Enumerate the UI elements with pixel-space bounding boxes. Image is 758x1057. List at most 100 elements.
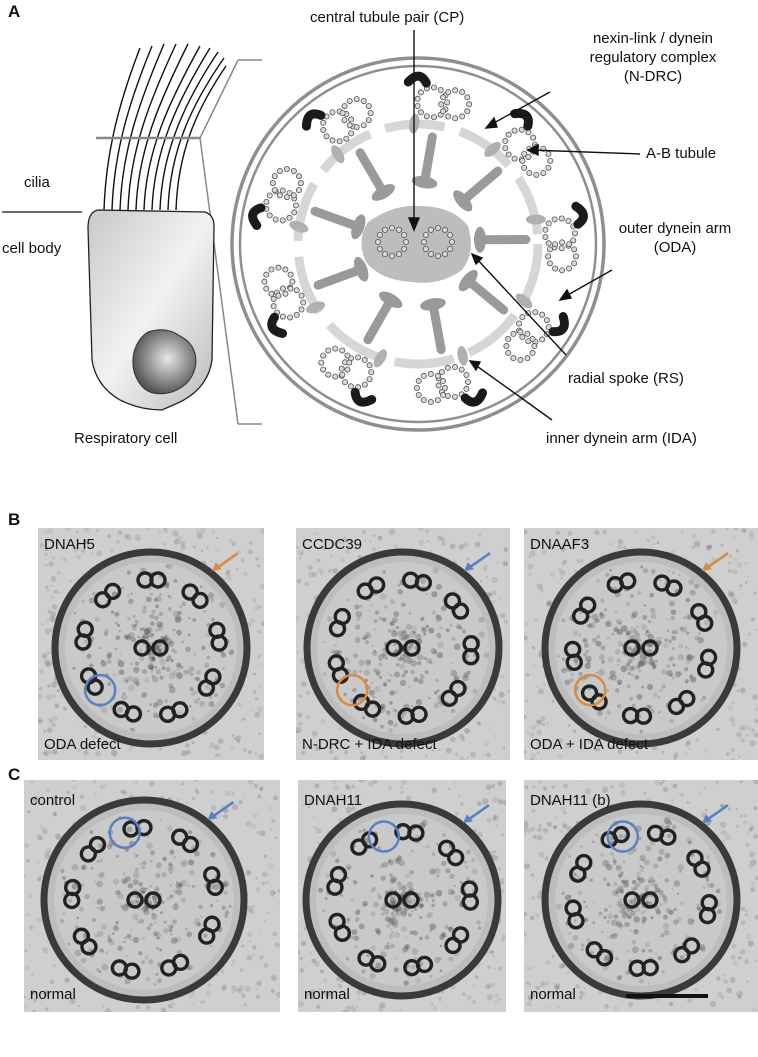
oda [460,388,488,407]
spoke-head [351,214,366,240]
ida [331,145,345,164]
tem-doublet-b [160,959,178,977]
oda [267,312,288,338]
spoke-head [458,269,478,292]
label-ndrc-line2: regulatory complex [589,49,717,66]
doublet [414,84,473,122]
tem-micrograph [524,528,758,760]
tem-doublet-b [628,959,646,977]
ida [289,220,309,233]
tem-doublet-b [612,825,630,844]
oda [548,312,569,337]
tem-arrow [212,801,235,818]
tem-doublet-b [397,707,415,725]
doublet [503,309,552,364]
tem-gene-label: DNAH5 [44,536,95,553]
tem-doublet-b [619,572,637,590]
doublet [261,264,307,321]
label-radial-spoke: radial spoke (RS) [568,370,684,387]
tem-central-b [151,639,169,657]
tem-phenotype-label: N-DRC + IDA defect [302,736,437,753]
inner-dynein-arms [289,113,546,368]
doublet [263,166,304,224]
tem-doublet-b [64,878,82,897]
tem-doublet-b [197,679,216,697]
outer-dynein-arms [248,71,588,407]
spoke-head [411,175,438,189]
tem-central-b [403,639,421,657]
tem-doublet-b [88,835,107,854]
tem-doublet-a [682,937,701,955]
label-oda: outer dynein arm (ODA) [600,219,750,257]
tem-central-a [133,639,151,657]
tem-doublet-b [414,574,433,592]
ida [525,214,546,225]
label-ndrc-line3: (N-DRC) [623,68,683,85]
tem-doublet-b [693,860,711,878]
tem-micrograph [298,780,506,1012]
ciliary-membrane-outer [230,56,606,432]
tem-phenotype-label: ODA defect [44,736,121,753]
tem-doublet-b [191,591,209,610]
tem-phenotype-label: ODA + IDA defect [530,736,648,753]
tem-image-control: control normal [24,780,280,1012]
panel-a-letter: A [8,2,21,21]
label-oda-line1: outer dynein arm [618,220,732,237]
oda [571,201,588,229]
doublet [320,96,374,145]
tem-marker-circle [573,673,607,707]
spoke [355,148,388,197]
tem-doublet-b [367,576,386,594]
nucleus [132,329,197,395]
tem-doublet-b [446,848,465,867]
tem-image-dnah11: DNAH11 normal [298,780,506,1012]
tem-doublet-b [444,936,462,955]
tem-image-dnah5: DNAH5 ODA defect [38,528,264,760]
tem-doublet-a [79,845,98,863]
tem-doublet-b [357,949,375,967]
spoke [420,132,437,187]
label-ndrc-line1: nexin-link / dynein [592,30,714,47]
spoke [310,206,363,232]
doublet-microtubules [261,84,580,406]
tem-doublet-b [575,853,593,872]
tem-arrow [707,804,729,821]
tem-central-b [144,891,162,909]
spoke-head [379,291,403,309]
tem-arrow [469,552,491,569]
tem-doublet-b [197,927,216,945]
tem-doublet-b [328,912,346,931]
tem-doublet-b [665,579,683,597]
tem-arrow-head [462,814,473,824]
tem-doublet-b [210,634,228,652]
oda [301,109,326,131]
panel-c-letter: C [8,765,21,784]
label-ndrc: nexin-link / dynein regulatory complex (… [548,29,758,86]
tem-doublet-a [449,679,467,698]
tem-doublet-b [72,927,91,945]
tem-doublet-b [181,835,200,854]
label-respiratory-cell: Respiratory cell [74,430,178,447]
spoke [363,295,396,345]
tem-doublet-b [403,958,421,977]
label-ida: inner dynein arm (IDA) [546,430,697,447]
spoke-head [473,226,486,253]
tem-marker-circle [367,820,401,853]
panel-b-letter: B [8,510,21,529]
tem-doublet-b [135,818,153,837]
tem-marker-circle [108,816,141,849]
tem-doublet-b [462,648,480,666]
tem-doublet-b [110,959,129,977]
tem-gene-label: DNAH11 (b) [530,792,611,809]
label-central-pair: central tubule pair (CP) [310,9,465,26]
spoke-head [354,256,369,282]
tem-central-a [385,639,403,657]
radial-spokes [310,132,531,355]
tem-doublet-b [564,899,582,917]
tem-arrow [217,552,239,569]
tem-marker-circle [83,673,117,707]
spoke [313,264,366,290]
tem-micrograph [38,528,264,760]
label-oda-line2: (ODA) [653,239,697,256]
tem-doublet-b [206,878,224,897]
